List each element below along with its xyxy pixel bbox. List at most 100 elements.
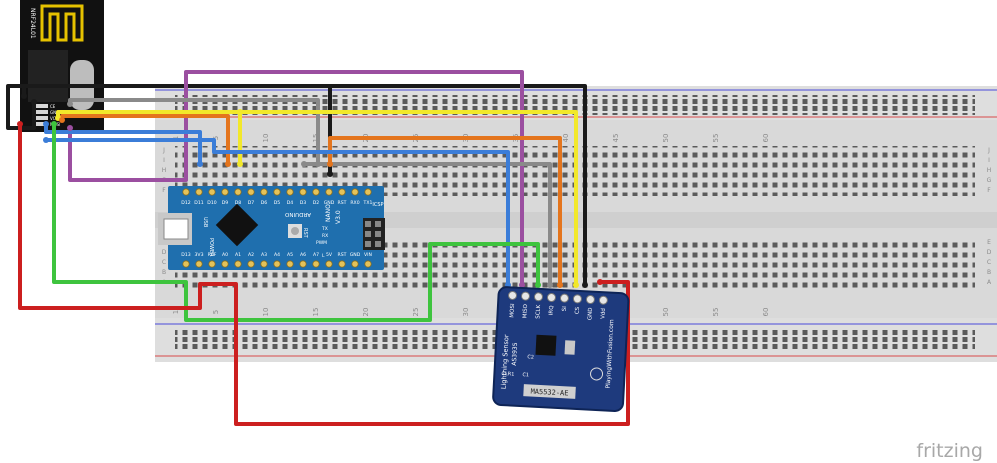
nano-top-pin-label: RX0	[350, 200, 359, 206]
nano-bottom-pin	[273, 260, 281, 268]
row-letter-left: B	[162, 269, 166, 276]
nano-top-pin-label: D2	[313, 200, 320, 206]
fritzing-credit: fritzing	[916, 440, 983, 462]
wires	[6, 70, 630, 426]
row-letter-right: A	[987, 279, 992, 286]
rf-chip-label: NRF24L01	[29, 8, 36, 39]
column-number-top: 40	[562, 134, 570, 143]
wire-end	[67, 125, 73, 131]
column-number-bottom: 50	[662, 308, 670, 317]
wire-gray-sensor	[302, 162, 552, 287]
nano-top-pin-label: D9	[222, 200, 229, 206]
nano-top-pin	[260, 188, 268, 196]
wire-end	[51, 121, 57, 127]
row-letter-right: G	[987, 177, 992, 184]
nano-top-pin-label: D7	[248, 200, 255, 206]
nano-top-pin	[325, 188, 333, 196]
wire-end	[573, 282, 579, 288]
nano-top-pin-label: RST	[338, 200, 347, 206]
sensor-pin-label: CS	[575, 306, 581, 314]
wire-end	[327, 161, 333, 167]
icsp-label: ICSP	[372, 202, 383, 208]
nano-bottom-pin-label: A7	[313, 252, 319, 258]
nano-bottom-pin-label: A1	[235, 252, 241, 258]
rf-pin	[36, 116, 48, 120]
wire-end	[197, 161, 203, 167]
wire-blue-sensor	[44, 138, 510, 287]
nano-top-pin-label: GND	[324, 200, 335, 206]
column-number-bottom: 55	[712, 308, 720, 317]
wire-end	[519, 282, 525, 288]
row-letter-right: B	[987, 269, 991, 276]
sensor-pin-label: SI	[562, 306, 568, 312]
row-letter-left: D	[162, 249, 167, 256]
sensor-pin	[546, 292, 556, 302]
wire-blue	[44, 122, 202, 166]
nano-bottom-pin	[351, 260, 359, 268]
sensor-pin-label: IRQ	[549, 305, 556, 316]
sensor-url: PlayingWithFusion.com	[605, 319, 616, 389]
column-number-top: 50	[662, 134, 670, 143]
row-letter-right: C	[987, 259, 991, 266]
sensor-part-c2: C2	[527, 354, 534, 360]
nano-bottom-pin-label: A3	[261, 252, 267, 258]
sensor-pin	[585, 295, 595, 305]
nano-bottom-pin	[247, 260, 255, 268]
sensor-pin-label: GND	[587, 307, 594, 320]
nano-top-pin	[299, 188, 307, 196]
rf-pin-label: VCC	[50, 116, 59, 121]
wire-end	[301, 161, 307, 167]
sensor-pin-label: MOSI	[509, 303, 516, 318]
sensor-pin	[508, 290, 518, 300]
nano-top-pin	[195, 188, 203, 196]
nano-top-pin-label: D6	[261, 200, 268, 206]
nano-top-pin-label: D12	[181, 200, 190, 206]
nano-model: NANO	[325, 204, 332, 222]
nano-top-pin	[286, 188, 294, 196]
row-letter-right: E	[987, 239, 991, 246]
sensor-part-clr1: CLR1	[501, 371, 514, 378]
rst-label: RST	[302, 228, 308, 239]
nano-bottom-pin-label: RST	[338, 252, 347, 258]
column-number-bottom: 60	[762, 308, 770, 317]
wire-end	[557, 282, 563, 288]
column-number-bottom: 20	[362, 308, 370, 317]
wire-end	[237, 161, 243, 167]
sensor-pin	[521, 291, 531, 301]
sensor-pin	[598, 295, 608, 305]
wire-purple	[68, 70, 524, 287]
nano-top-pin	[312, 188, 320, 196]
wire-end	[225, 161, 231, 167]
nano-top-pin-label: D4	[287, 200, 294, 206]
nano-bottom-pin	[325, 260, 333, 268]
wire-end	[31, 99, 37, 105]
nano-top-pin	[208, 188, 216, 196]
nano-top-pin	[364, 188, 372, 196]
sensor-pin-label: MISO	[522, 303, 529, 318]
wire-end	[17, 121, 23, 127]
sensor-part-c1: C1	[522, 372, 529, 378]
nano-bottom-pin	[182, 260, 190, 268]
nano-bottom-pin	[234, 260, 242, 268]
nano-top-pin	[182, 188, 190, 196]
wire-green	[52, 122, 540, 322]
nano-bottom-pin-label: A2	[248, 252, 254, 258]
power-label: POWER	[208, 238, 214, 257]
nano-bottom-pin	[221, 260, 229, 268]
nano-top-pin	[273, 188, 281, 196]
nano-bottom-pin-label: D13	[181, 252, 190, 258]
pwm-label: PWM	[316, 240, 327, 246]
sensor-crystal-label: MA5532-AE	[530, 388, 568, 398]
nano-bottom-pin-label: 3V3	[195, 252, 204, 258]
nano-top-pin	[234, 188, 242, 196]
row-letter-left: C	[162, 259, 166, 266]
as3935-chip	[535, 334, 557, 356]
rf-pin-label: GND	[50, 110, 59, 115]
wire-black-nano	[6, 84, 332, 176]
nano-top-pin	[351, 188, 359, 196]
row-letter-right: F	[987, 187, 991, 194]
